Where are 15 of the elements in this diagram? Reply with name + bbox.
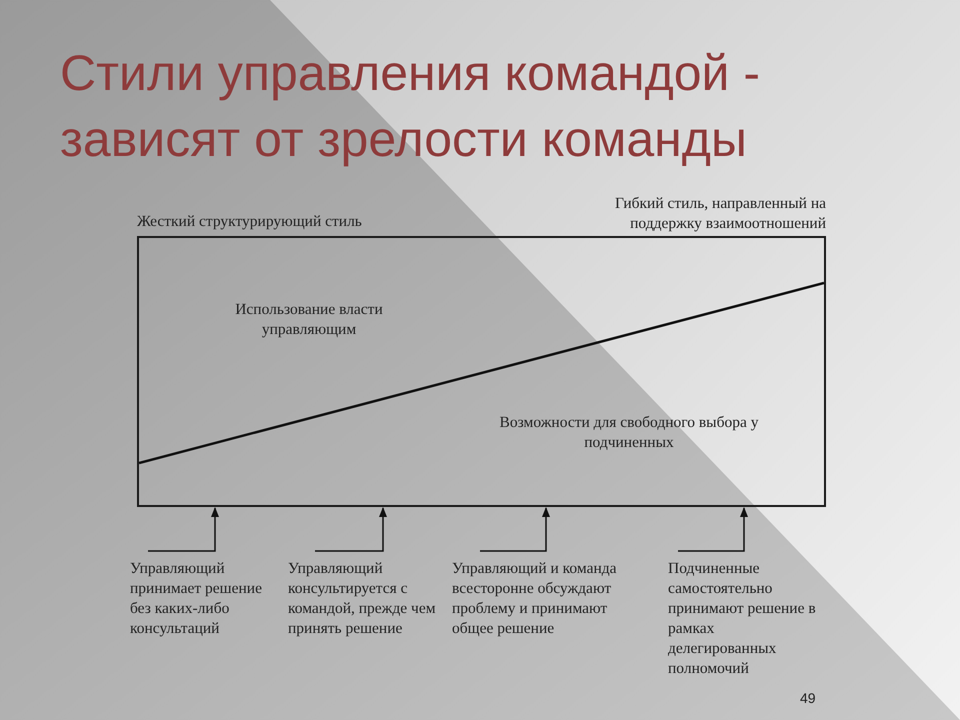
step-description: Управляющий принимает решение без каких-либо консультаций [130,551,270,639]
region-label: Использование власти управляющим [234,300,384,340]
arrow [315,507,387,552]
arrow [480,507,550,552]
style-label: Жесткий структурирующий стиль [137,212,363,232]
slide-title: Стили управления командой - зависят от зрелости команды [60,44,762,169]
diagram-box [137,236,826,507]
step-description: Управляющий и команда всесторонне обсуждают проблему и принимают общее решение [452,551,632,639]
page-number: 49 [800,689,817,708]
step-description: Подчиненные самостоятельно принимают решение в рамках делегированных полномочий [668,551,818,679]
region-label: Возможности для свободного выбора у подчиненных [499,413,759,453]
arrow [678,507,748,552]
step-description: Управляющий консультируется с командой, прежде чем принять решение [288,551,438,639]
arrow [148,507,219,552]
style-label: Гибкий стиль, направленный на поддержку взаимоотношений [614,194,826,234]
